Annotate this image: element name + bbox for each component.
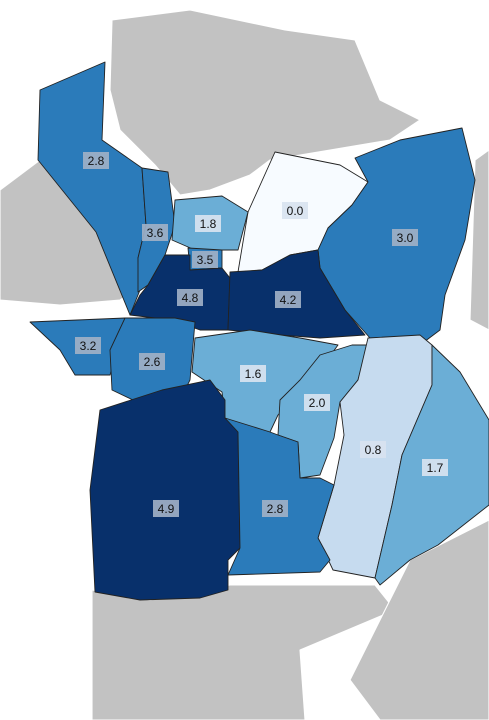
label-north-central: 1.8 bbox=[200, 217, 217, 231]
context-southeast bbox=[349, 519, 489, 720]
label-box-east bbox=[360, 441, 386, 458]
context-north bbox=[109, 9, 421, 196]
label-far-east: 1.7 bbox=[427, 461, 444, 475]
label-box-southwest bbox=[153, 500, 179, 517]
label-box-far-west bbox=[75, 337, 101, 354]
label-northeast: 3.0 bbox=[397, 231, 414, 245]
label-center-east: 2.0 bbox=[309, 396, 326, 410]
label-box-center bbox=[240, 365, 266, 382]
label-box-northeast bbox=[392, 229, 418, 246]
label-central-west: 4.8 bbox=[182, 291, 199, 305]
label-box-far-east bbox=[422, 459, 448, 476]
region-labels: 0.0 3.0 2.8 3.6 1.8 3.5 4.8 4.2 3.2 2.6 … bbox=[75, 152, 448, 517]
label-box-center-east bbox=[304, 394, 330, 411]
context-east-edge bbox=[469, 149, 489, 331]
label-box-south-central bbox=[262, 500, 288, 517]
label-box-north-central bbox=[195, 215, 221, 232]
label-box-west-strip bbox=[142, 224, 168, 241]
label-south-central: 2.8 bbox=[267, 502, 284, 516]
region-southwest[interactable] bbox=[89, 379, 241, 601]
label-far-west: 3.2 bbox=[80, 339, 97, 353]
label-box-small-center bbox=[192, 251, 218, 268]
context-areas bbox=[0, 9, 489, 720]
label-center: 1.6 bbox=[245, 367, 262, 381]
label-east: 0.8 bbox=[365, 443, 382, 457]
label-north: 0.0 bbox=[287, 204, 304, 218]
label-box-northwest bbox=[83, 152, 109, 169]
label-west: 2.6 bbox=[144, 355, 161, 369]
context-south bbox=[91, 584, 396, 720]
label-small-center: 3.5 bbox=[197, 253, 214, 267]
label-west-strip: 3.6 bbox=[147, 226, 164, 240]
label-box-central-east bbox=[275, 291, 301, 308]
label-box-central-west bbox=[177, 289, 203, 306]
label-southwest: 4.9 bbox=[158, 502, 175, 516]
label-northwest: 2.8 bbox=[88, 154, 105, 168]
label-box-west bbox=[139, 353, 165, 370]
label-box-north bbox=[282, 202, 308, 219]
region-south-central[interactable] bbox=[224, 417, 335, 576]
label-central-east: 4.2 bbox=[280, 293, 297, 307]
